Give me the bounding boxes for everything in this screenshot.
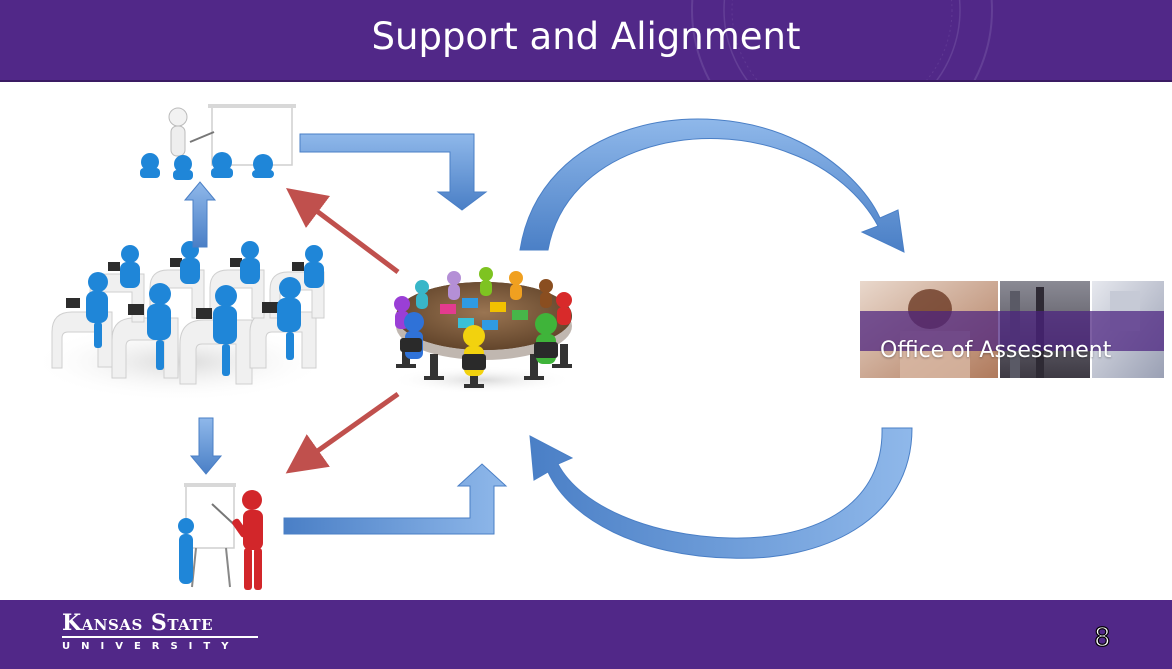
- trainer-illustration: [178, 483, 263, 590]
- diagram-area: [0, 82, 1172, 600]
- logo-rule: [62, 636, 258, 638]
- curved-arrow-from-office: [529, 427, 913, 559]
- red-arrow-table-to-trainer: [285, 391, 400, 474]
- kansas-state-university-logo: Kansas State UNIVERSITY: [62, 612, 258, 653]
- logo-university: UNIVERSITY: [62, 641, 240, 652]
- red-arrow-table-to-presenter: [286, 188, 400, 274]
- flow-diagram: [30, 104, 913, 590]
- presenter-audience-illustration: [140, 104, 296, 180]
- classroom-computer-users-illustration: [30, 241, 330, 402]
- team-meeting-table-illustration: [390, 267, 574, 394]
- office-of-assessment-banner: [860, 281, 1164, 378]
- blue-arrow-trainer-to-table: [283, 463, 508, 535]
- header-divider: [0, 80, 1172, 82]
- header-bar: Support and Alignment: [0, 0, 1172, 80]
- blue-arrow-classroom-up: [183, 181, 217, 248]
- logo-wordmark: Kansas State: [62, 610, 214, 636]
- slide-title: Support and Alignment: [371, 15, 801, 58]
- blue-arrow-classroom-down: [189, 417, 223, 475]
- blue-arrow-presenter-to-table: [299, 133, 488, 211]
- page-number: 8: [1093, 622, 1111, 653]
- curved-arrow-to-office: [519, 118, 905, 253]
- university-seal-watermark: [691, 0, 993, 80]
- office-photo-collage: [860, 281, 1164, 378]
- footer-bar: Kansas State UNIVERSITY 8: [0, 600, 1172, 669]
- office-of-assessment-label: Office of Assessment: [880, 338, 1112, 363]
